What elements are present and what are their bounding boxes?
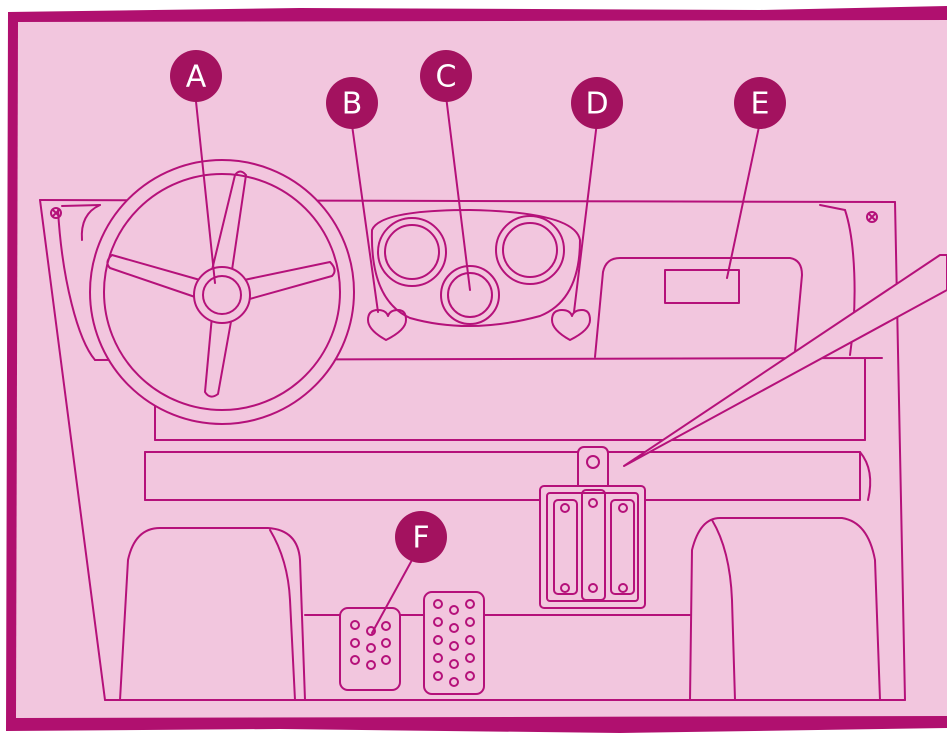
callout-leaders bbox=[194, 91, 761, 634]
battery-compartment bbox=[539, 446, 646, 609]
heart-button-right-icon bbox=[551, 309, 591, 341]
accelerator-pedal bbox=[423, 591, 485, 695]
callout-b-label: B bbox=[342, 87, 363, 122]
steering-wheel bbox=[89, 159, 355, 425]
callout-f-label: F bbox=[412, 521, 429, 556]
callout-a-label: A bbox=[186, 60, 207, 95]
callout-e-label: E bbox=[751, 87, 770, 122]
gauge-cluster bbox=[370, 209, 581, 327]
callout-d-label: D bbox=[585, 87, 608, 122]
right-seat bbox=[689, 517, 881, 701]
glovebox bbox=[594, 257, 803, 358]
callout-c: C bbox=[420, 50, 472, 102]
callout-c-label: C bbox=[436, 60, 457, 95]
battery-pointer bbox=[623, 254, 947, 467]
callout-a: A bbox=[170, 50, 222, 102]
callout-e: E bbox=[734, 77, 786, 129]
callout-f: F bbox=[395, 511, 447, 563]
callout-b: B bbox=[326, 77, 378, 129]
left-seat bbox=[119, 527, 306, 701]
heart-button-left-icon bbox=[367, 309, 407, 341]
brake-pedal bbox=[339, 607, 401, 691]
callout-d: D bbox=[571, 77, 623, 129]
